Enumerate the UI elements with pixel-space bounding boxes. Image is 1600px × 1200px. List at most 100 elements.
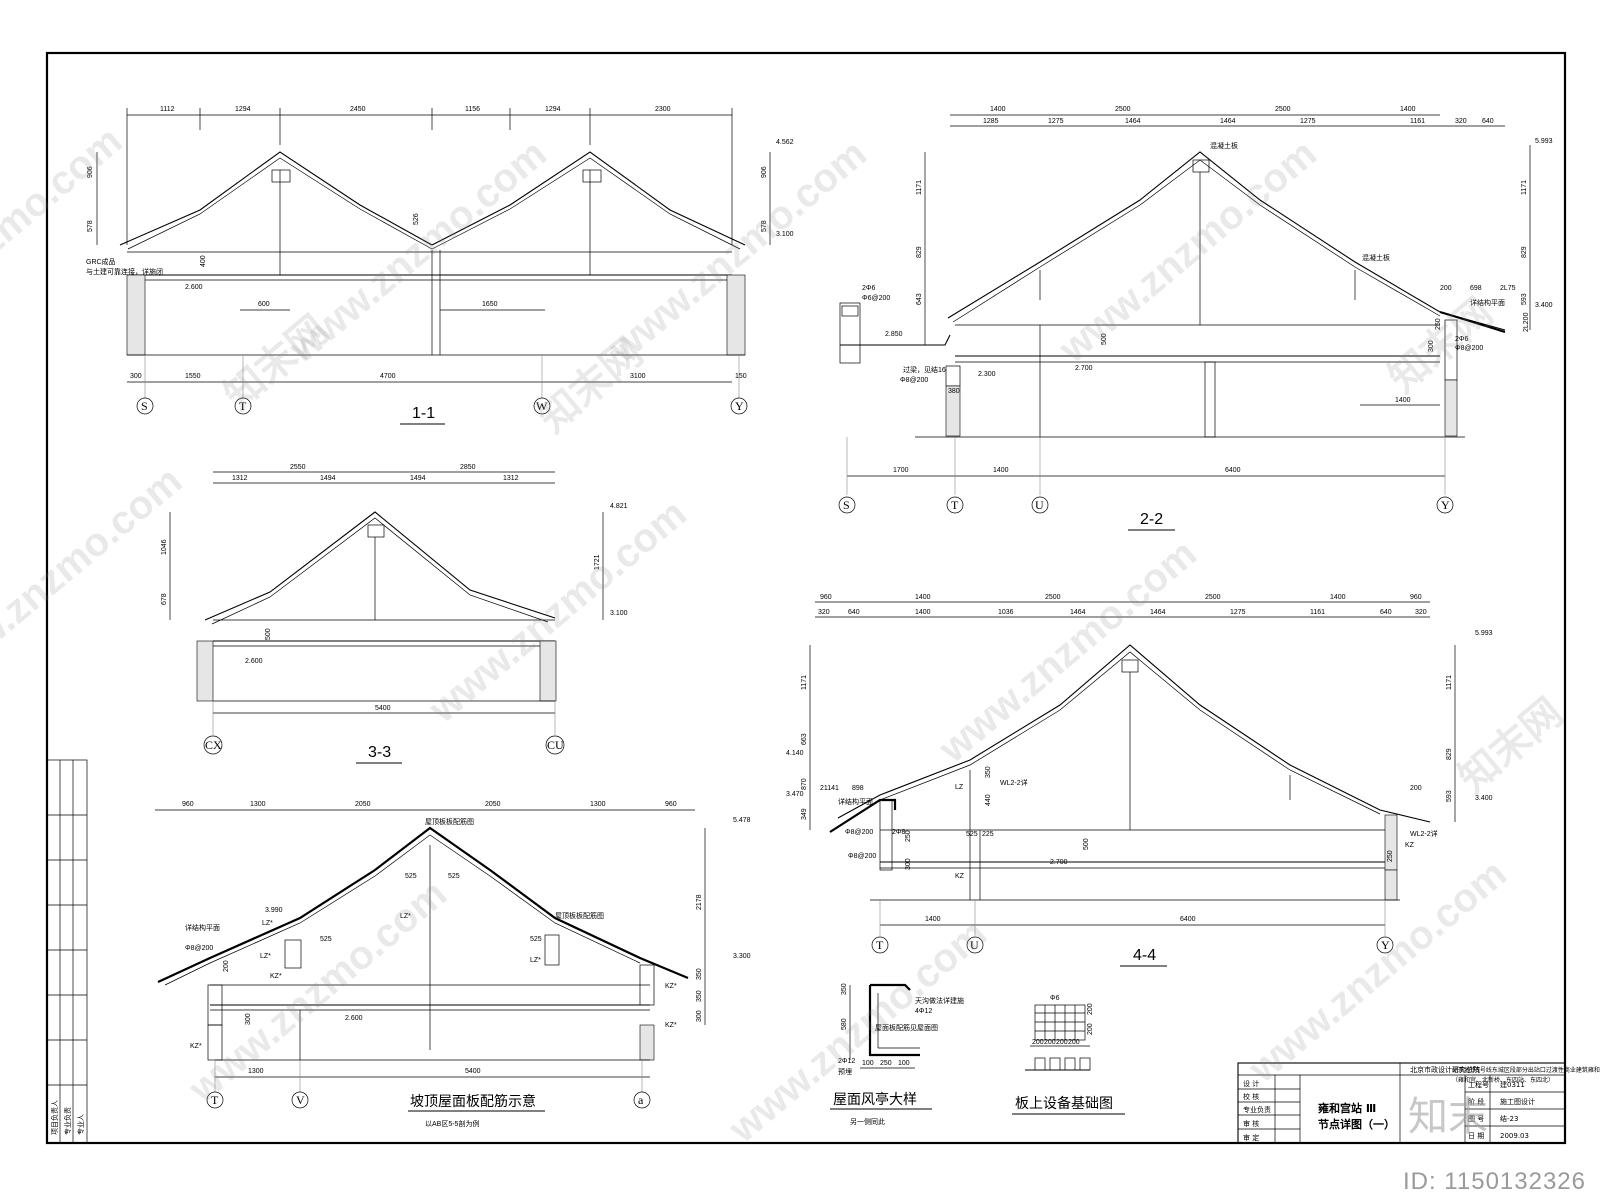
drawing-name: 雍和宫站 Ⅲ xyxy=(1318,1101,1376,1115)
elevation: 5.993 xyxy=(1475,630,1493,637)
title-block: 北京市政设计研究总院 北京地铁5号线东城区段部分出站口过渡性商业建筑雍和宫、北新… xyxy=(1237,1062,1600,1144)
note: 天沟做法详建施 xyxy=(915,996,964,1005)
axis-label: U xyxy=(1035,498,1044,512)
note: Φ8@200 xyxy=(845,829,873,836)
dim: 1312 xyxy=(503,475,519,482)
dim: 906 xyxy=(761,166,768,178)
note: 2Φ6 xyxy=(1455,336,1468,343)
watermark: www.znzmo.com xyxy=(1050,131,1325,372)
note: 屋面板配筋见屋面图 xyxy=(875,1023,938,1032)
project-name: 北京地铁5号线东城区段部分出站口过渡性商业建筑雍和宫、北新桥、东四站、东四北 xyxy=(1452,1066,1600,1074)
elevation: 2.600 xyxy=(185,284,203,291)
dim: 829 xyxy=(916,246,923,258)
dim: 525 xyxy=(405,873,417,880)
note: KZ xyxy=(955,873,965,880)
dim: 1171 xyxy=(1446,675,1453,690)
project-name-2: （雍和宫、北新桥、东四站、东四北） xyxy=(1452,1076,1554,1084)
elevation: 3.400 xyxy=(1535,302,1553,309)
dim: 578 xyxy=(761,220,768,232)
dim: 1400 xyxy=(990,106,1006,113)
dim: 640 xyxy=(1380,609,1392,616)
brand-logo: 知末 xyxy=(1408,1094,1488,1140)
project-name: 北京市政设计研究总院 xyxy=(1410,1065,1480,1074)
note: 详结构平面 xyxy=(1470,298,1505,307)
dim: 1300 xyxy=(590,801,606,808)
dim: 1312 xyxy=(232,475,248,482)
axis-label: CX xyxy=(205,738,222,752)
info-value: 施工图设计 xyxy=(1500,1097,1535,1106)
elevation: 3.400 xyxy=(1475,795,1493,802)
dim: 1300 xyxy=(250,801,266,808)
axis-label: S xyxy=(843,498,850,512)
dim: 350 xyxy=(696,990,703,1002)
dim: 2178 xyxy=(696,894,703,910)
dim: 500 xyxy=(1101,333,1108,345)
dim: 1156 xyxy=(465,106,480,113)
dim: 640 xyxy=(848,609,860,616)
dim: 2L200 xyxy=(1523,312,1530,332)
info-label: 阶 段 xyxy=(1468,1097,1484,1106)
note: 2Φ8 xyxy=(892,829,905,836)
dim: 200 xyxy=(1032,1039,1044,1046)
dim: 1161 xyxy=(1410,118,1425,125)
dim: 2850 xyxy=(460,464,476,471)
dim: 525 xyxy=(966,831,978,838)
elevation: 2.300 xyxy=(978,371,996,378)
dim: 1161 xyxy=(1310,609,1325,616)
elevation: 5.478 xyxy=(733,817,751,824)
elevation: 3.470 xyxy=(786,791,804,798)
dim: 1171 xyxy=(916,180,923,195)
note: KZ* xyxy=(270,973,282,980)
equipment-foundation: 200 200 200 200 200 200 Φ6 板上设备基础图 xyxy=(1012,995,1125,1115)
dim: 663 xyxy=(801,733,808,745)
axis-label: Y xyxy=(1441,498,1450,512)
dim: 1171 xyxy=(801,675,808,690)
dim: 578 xyxy=(87,220,94,232)
info-label: 工程号 xyxy=(1468,1080,1489,1089)
dim: 5400 xyxy=(465,1068,481,1075)
watermark: www.znzmo.com xyxy=(0,118,130,359)
id-tag: ID: 1150132326 xyxy=(1402,1168,1586,1195)
dim: 380 xyxy=(948,388,960,395)
dim: 898 xyxy=(852,785,864,792)
dim: 1700 xyxy=(893,467,909,474)
note: 2Φ12 xyxy=(838,1058,855,1065)
note: Φ6@200 xyxy=(862,295,890,302)
note: Φ8@200 xyxy=(900,377,928,384)
dim: 1494 xyxy=(320,475,336,482)
section-subtitle: 另一侧同此 xyxy=(850,1117,885,1126)
elevation: 4.821 xyxy=(610,503,628,510)
dim: 21141 xyxy=(820,785,839,792)
dim: 2450 xyxy=(350,106,366,113)
axis-label: Y xyxy=(735,399,744,413)
note: LZ* xyxy=(262,920,273,927)
dim: 525 xyxy=(448,873,460,880)
note: KZ* xyxy=(190,1043,202,1050)
note: 详结构平面 xyxy=(185,923,220,932)
info-value: 2009.03 xyxy=(1500,1132,1529,1140)
dim: 678 xyxy=(161,593,168,605)
dim: 350 xyxy=(985,766,992,778)
dim: 300 xyxy=(130,373,142,380)
note: 过梁，见结16 xyxy=(903,365,946,374)
dim: 5400 xyxy=(375,705,391,712)
dim: 3100 xyxy=(630,373,646,380)
section-subtitle: 以AB区5-5剖为例 xyxy=(425,1119,479,1128)
section-title: 4-4 xyxy=(1133,947,1156,964)
dim: 300 xyxy=(245,1013,252,1025)
dim: 1464 xyxy=(1220,118,1236,125)
dim: 1046 xyxy=(161,539,168,555)
dim: 350 xyxy=(696,968,703,980)
dim: 1171 xyxy=(1521,180,1528,195)
slope-roof-detail: 960 1300 2050 2050 1300 960 2178 350 350… xyxy=(155,801,751,1128)
watermark: 知末网 xyxy=(1451,690,1571,801)
axis-label: T xyxy=(951,498,959,512)
dim: 1721 xyxy=(594,554,601,570)
dim: 1112 xyxy=(160,106,175,113)
dim: 1285 xyxy=(983,118,999,125)
dim: 960 xyxy=(665,801,677,808)
note: 屋顶板板配筋图 xyxy=(425,817,474,826)
elevation: 3.990 xyxy=(265,907,283,914)
elevation: 2.700 xyxy=(1075,365,1093,372)
dim: 100 xyxy=(898,1060,910,1067)
